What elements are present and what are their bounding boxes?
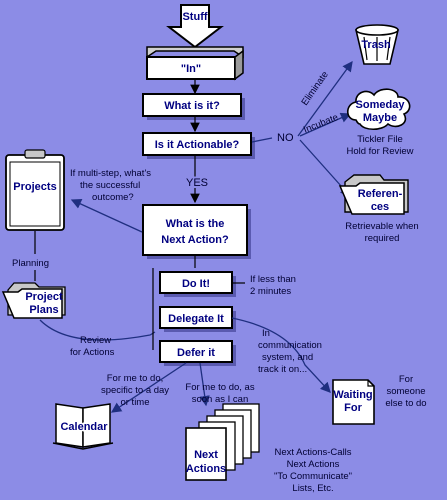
defer-it-label: Defer it [177, 347, 215, 359]
defer-it-node: Defer it [159, 340, 236, 366]
project-plans-node: Project Plans [1, 282, 66, 319]
delegate-it-node: Delegate It [159, 306, 236, 332]
references-label-2: ces [371, 201, 389, 213]
someone-label-2: someone [386, 386, 425, 397]
someday-maybe-node: Someday Maybe [346, 88, 411, 131]
yes-label: YES [186, 177, 208, 189]
asap-label-2: soon as I can [192, 394, 249, 405]
less-than-label-2: 2 minutes [250, 286, 291, 297]
retrievable-label-1: Retrievable when [345, 221, 418, 232]
comm-label-3: system, and [262, 352, 313, 363]
references-label-1: Referen- [358, 188, 403, 200]
asap-label-1: For me to do, as [185, 382, 254, 393]
next-actions-node: Next Actions [185, 403, 260, 481]
waiting-label-1: Waiting [333, 389, 372, 401]
is-actionable-label: Is it Actionable? [155, 139, 240, 151]
projects-node: Projects [5, 149, 65, 231]
next-action-label-1: What is the [166, 218, 225, 230]
specific-label-1: For me to do, [107, 373, 164, 384]
is-actionable-node: Is it Actionable? [142, 132, 255, 159]
next-action-label-2: Next Action? [161, 234, 229, 246]
specific-label-2: specific to a day [101, 385, 169, 396]
less-than-label-1: If less than [250, 274, 296, 285]
delegate-it-label: Delegate It [168, 313, 224, 325]
multistep-label-2: the successful [80, 180, 140, 191]
calendar-node: Calendar [52, 403, 114, 450]
stuff-label: Stuff [182, 11, 207, 23]
multistep-label-1: If multi-step, what's [70, 168, 151, 179]
waiting-for-node: Waiting For [332, 379, 375, 425]
what-is-it-label: What is it? [164, 100, 220, 112]
trash-label: Trash [361, 39, 391, 51]
next-actions-label-2: Actions [186, 463, 226, 475]
someday-label-2: Maybe [363, 112, 397, 124]
lists-label-1: Next Actions-Calls [274, 447, 351, 458]
comm-label-2: communication [258, 340, 322, 351]
specific-label-3: or time [120, 397, 149, 408]
review-label-2: for Actions [70, 347, 115, 358]
in-tray-node: "In" [146, 46, 244, 81]
comm-label-1: In [262, 328, 270, 339]
tickler-label-1: Tickler File [357, 134, 403, 145]
trash-node: Trash [354, 24, 400, 65]
do-it-label: Do It! [182, 278, 210, 290]
incubate-label: Incubate [302, 112, 340, 136]
review-label-1: Review [80, 335, 111, 346]
tickler-label-2: Hold for Review [346, 146, 413, 157]
multistep-label-3: outcome? [92, 192, 134, 203]
do-it-node: Do It! [159, 271, 236, 297]
someone-label-1: For [399, 374, 413, 385]
planning-label: Planning [12, 258, 49, 269]
references-node: Referen- ces [338, 174, 409, 215]
next-actions-label-1: Next [194, 449, 218, 461]
lists-label-4: Lists, Etc. [292, 483, 333, 494]
projects-label: Projects [13, 181, 56, 193]
project-plans-label-1: Project [25, 291, 63, 303]
no-label: NO [277, 132, 294, 144]
next-action-node: What is the Next Action? [142, 204, 251, 259]
stuff-node: Stuff [166, 4, 224, 49]
someday-label-1: Someday [356, 99, 406, 111]
calendar-label: Calendar [60, 421, 108, 433]
what-is-it-node: What is it? [142, 93, 245, 120]
retrievable-label-2: required [365, 233, 400, 244]
waiting-label-2: For [344, 402, 362, 414]
lists-label-2: Next Actions [287, 459, 340, 470]
project-plans-label-2: Plans [29, 304, 58, 316]
comm-label-4: track it on... [258, 364, 307, 375]
someone-label-3: else to do [385, 398, 426, 409]
eliminate-label: Eliminate [299, 69, 330, 107]
lists-label-3: "To Communicate" [274, 471, 352, 482]
in-label: "In" [181, 63, 201, 75]
